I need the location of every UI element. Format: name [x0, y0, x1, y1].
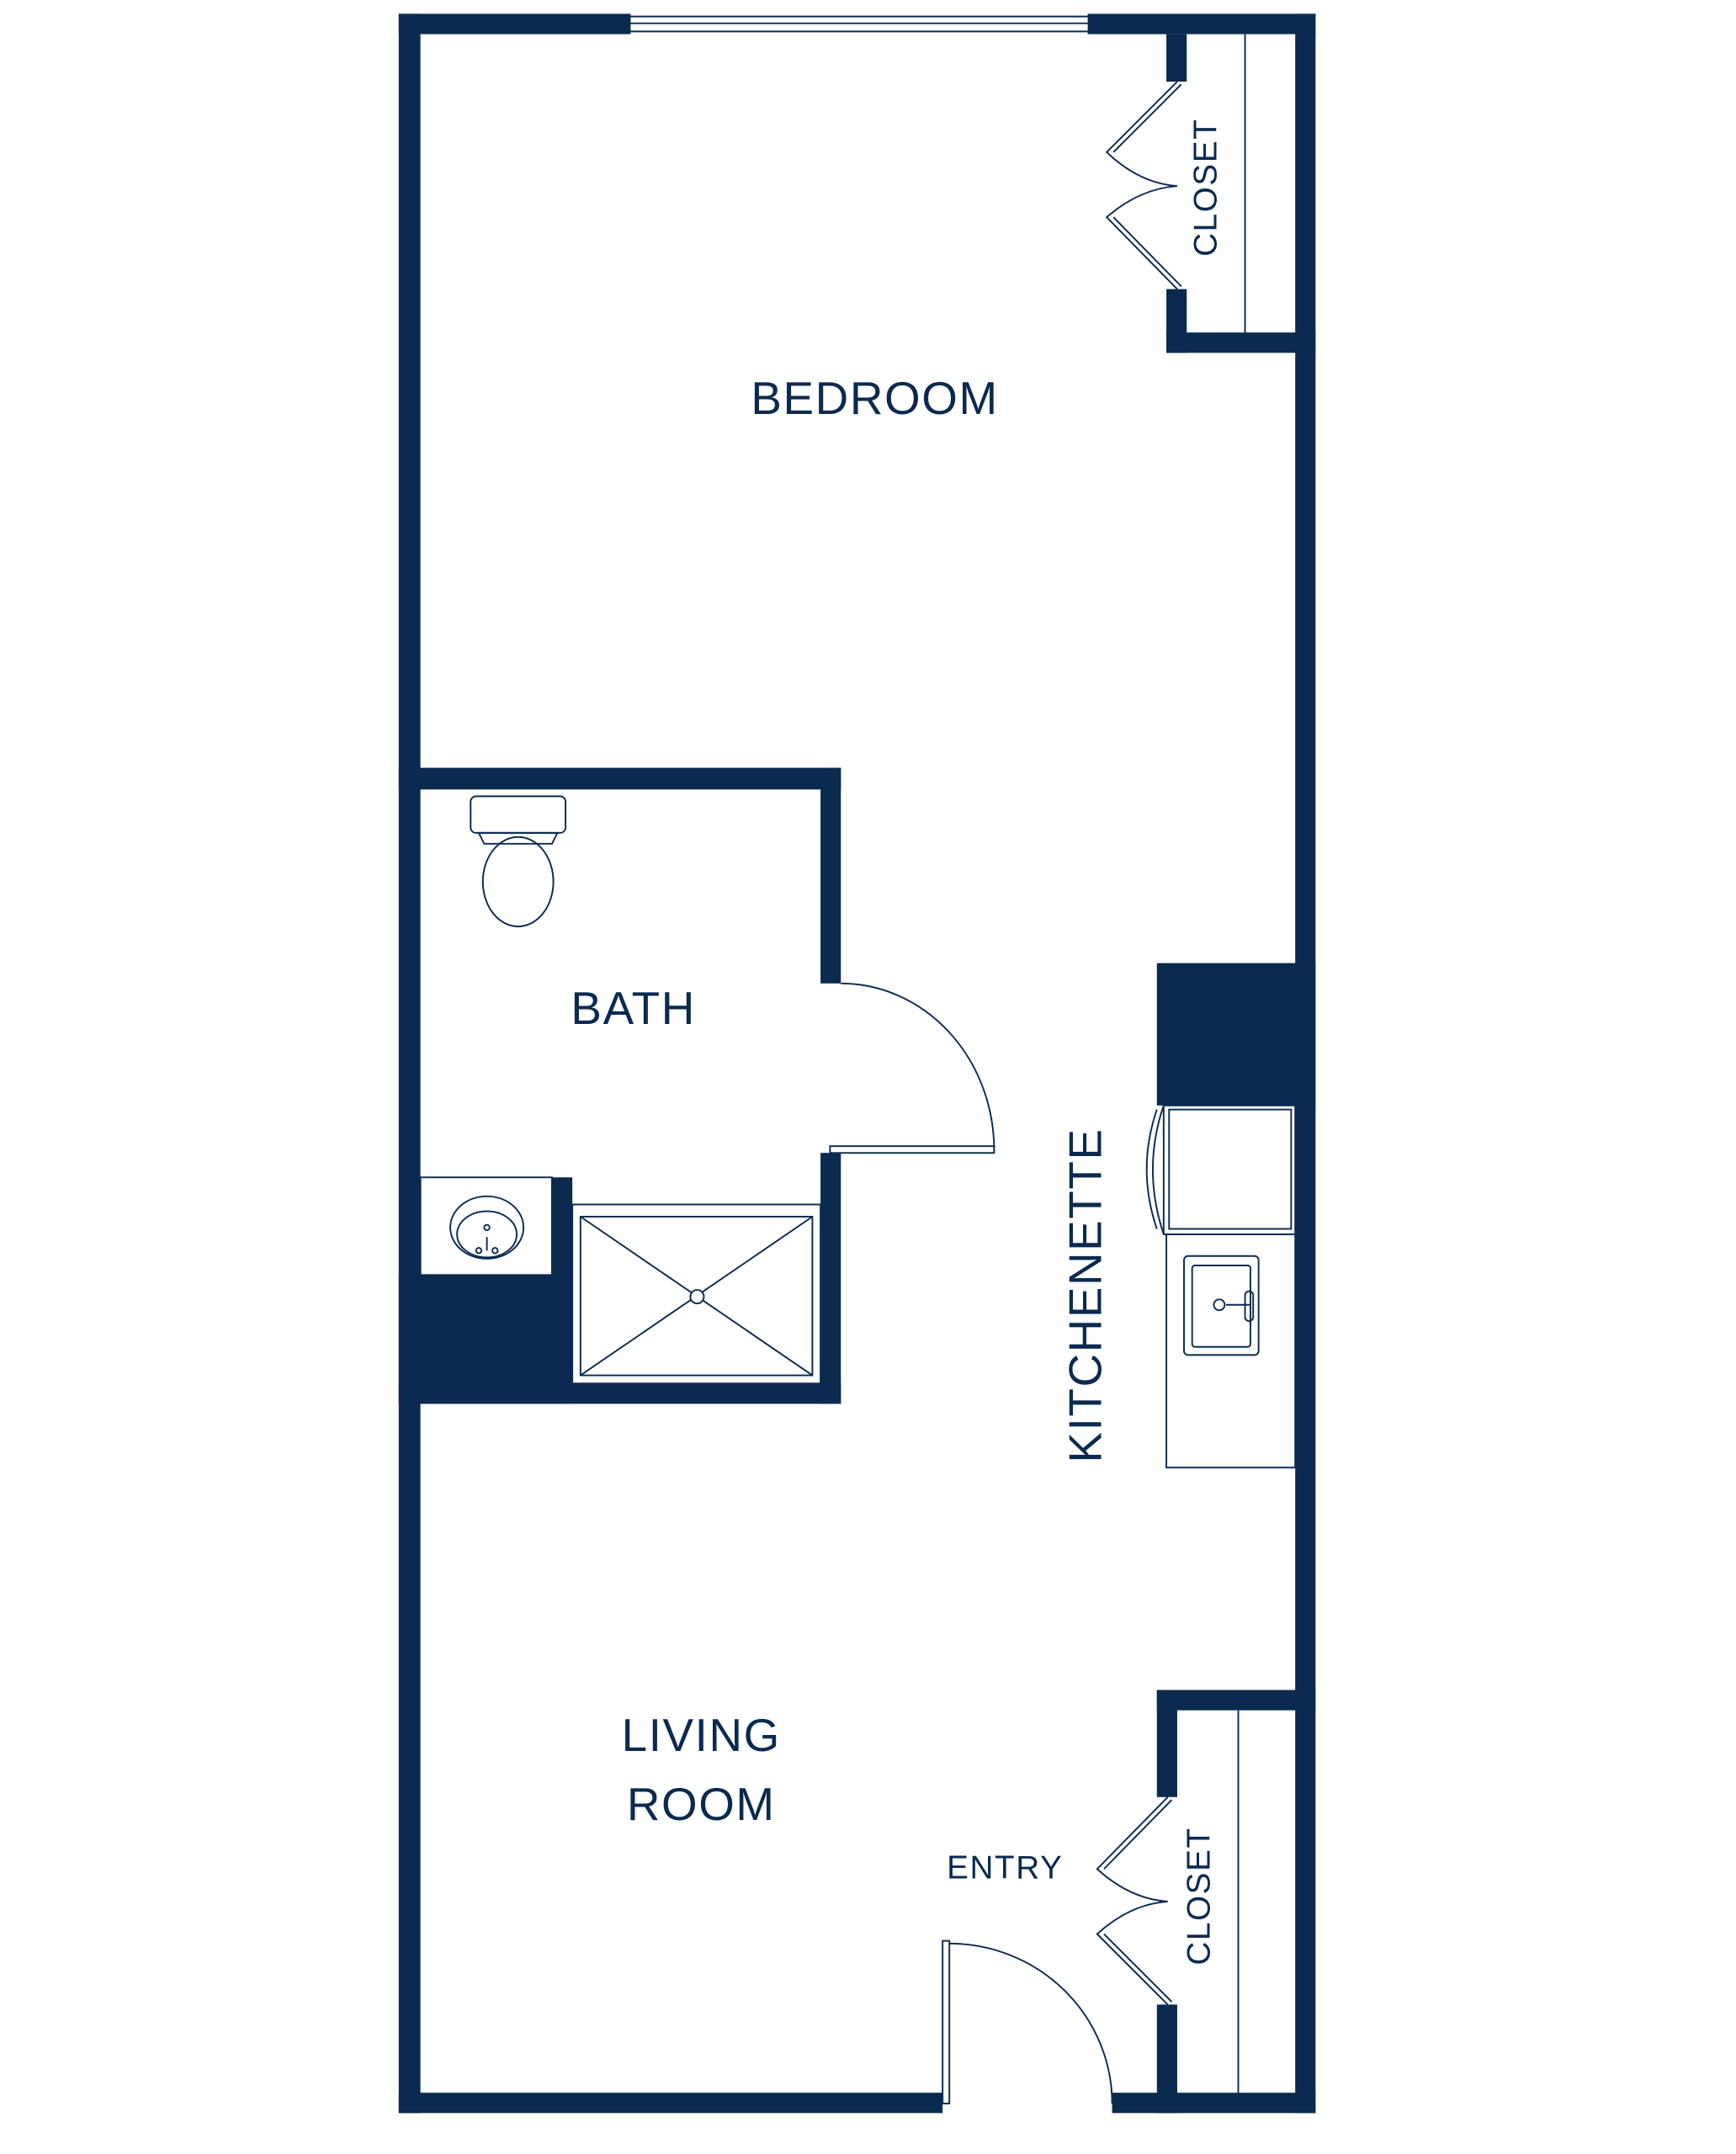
window-top — [630, 15, 1088, 33]
closet-wall — [1156, 1690, 1316, 1711]
kitchen-column — [1156, 963, 1316, 1106]
bath-door — [829, 982, 995, 1154]
walls — [398, 13, 1316, 2114]
bath-wall — [398, 767, 841, 790]
bath-wall — [398, 1275, 573, 1404]
wall-top-left — [398, 13, 631, 34]
sink-icon — [419, 1176, 553, 1276]
room-label-room: ROOM — [627, 1778, 776, 1830]
kitchen-counter — [1165, 1233, 1297, 1469]
wall-bottom-right — [1112, 2093, 1316, 2114]
toilet-icon — [470, 795, 567, 928]
wall-left — [398, 13, 421, 2114]
bath-wall — [551, 1177, 573, 1404]
room-label-closet-top: CLOSET — [1188, 119, 1224, 257]
closet-wall — [1156, 2004, 1177, 2114]
closet-wall — [1156, 1690, 1177, 1797]
room-label-entry: ENTRY — [947, 1850, 1063, 1886]
room-label-living: LIVING — [622, 1709, 781, 1761]
closet-wall — [1166, 332, 1316, 353]
room-label-bath: BATH — [571, 982, 695, 1034]
closet-wall — [1166, 34, 1187, 82]
wall-top-right — [1087, 13, 1316, 34]
room-label-kitchenette: KITCHENETTE — [1059, 1127, 1112, 1462]
closet-top-fixtures — [1105, 34, 1246, 333]
room-label-closet-bottom: CLOSET — [1181, 1827, 1218, 1965]
bath-wall — [820, 767, 841, 984]
closet-bottom-fixtures — [1096, 1710, 1240, 2093]
bath-wall — [820, 1153, 841, 1404]
shower-icon — [571, 1203, 822, 1385]
refrigerator-icon — [1145, 1104, 1297, 1235]
wall-bottom-left — [398, 2093, 943, 2114]
room-label-bedroom: BEDROOM — [751, 372, 998, 424]
entry-door — [942, 1939, 1113, 2105]
